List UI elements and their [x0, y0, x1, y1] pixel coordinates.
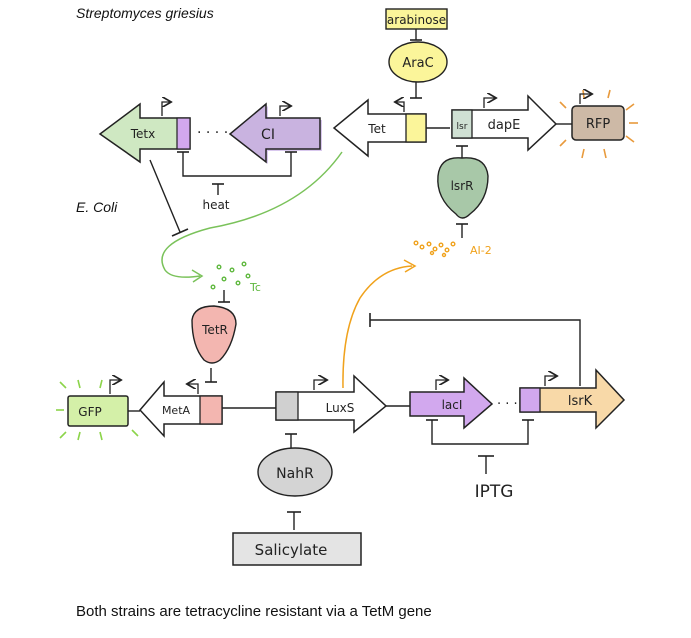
- dape-label: dapE: [488, 118, 521, 133]
- heat-label: heat: [202, 198, 229, 212]
- nahr-to-luxs-inhibition: [285, 433, 297, 448]
- tetx-to-tc-inhibition: [149, 159, 189, 237]
- lsrk-promoter: [519, 387, 541, 413]
- lsrk-feedback-inhibition: [369, 313, 581, 386]
- laci-lsrk-dots: . . .: [497, 393, 518, 408]
- lsr-promoter-label: lsr: [457, 122, 468, 132]
- lsrk-label: lsrK: [568, 394, 593, 409]
- dape-gene: lsr dapE: [451, 94, 558, 152]
- salicylate-box: Salicylate: [232, 532, 362, 566]
- ai2-molecules: AI-2: [413, 240, 492, 258]
- gfp-reporter: GFP: [56, 379, 139, 441]
- laci-tss-arrow: [435, 380, 447, 390]
- luxs-gene: LuxS: [275, 374, 388, 434]
- tetr-protein: TetR: [191, 305, 237, 364]
- tc-label: Tc: [249, 281, 261, 294]
- tet-promoter: [405, 113, 427, 143]
- gene-gap-dots: . . . .: [197, 121, 228, 137]
- ai2-label: AI-2: [470, 244, 492, 257]
- lsrr-label: lsrR: [451, 179, 474, 193]
- tet-to-tc-arrowhead: [191, 269, 204, 283]
- tc-dots: [210, 261, 251, 290]
- nahr-label: NahR: [276, 466, 314, 482]
- tet-gene: Tet: [332, 98, 427, 158]
- tetx-label: Tetx: [130, 127, 155, 141]
- tet-to-tc-arrow: [161, 151, 343, 278]
- tetr-label: TetR: [201, 323, 228, 337]
- meta-gene: MetA: [138, 379, 223, 438]
- arabinose-label: arabinose: [387, 13, 446, 27]
- tet-label: Tet: [367, 122, 386, 136]
- lsr-promoter: [451, 109, 473, 139]
- rfp-glow-rays: [559, 89, 638, 159]
- tetx-promoter: [176, 117, 191, 150]
- luxs-label: LuxS: [326, 401, 355, 415]
- rfp-tss-arrow: [579, 94, 591, 104]
- ci-label: CI: [261, 127, 275, 143]
- gfp-glow-rays: [56, 379, 139, 441]
- tc-to-tetr-inhibition: [218, 290, 230, 303]
- lsrr-to-lsr-inhibition: [456, 145, 468, 158]
- iptg-bracket: IPTG: [426, 419, 534, 502]
- heat-bracket: heat: [177, 151, 297, 212]
- organism-label-ecoli: E. Coli: [76, 199, 118, 215]
- gfp-label: GFP: [78, 405, 101, 419]
- meta-promoter: [199, 395, 223, 425]
- luxs-promoter: [275, 391, 299, 421]
- rfp-label: RFP: [586, 117, 611, 132]
- tetr-to-meta-inhibition: [205, 368, 217, 383]
- dape-tss-arrow: [483, 98, 495, 108]
- lsrk-tss-arrow: [544, 376, 556, 386]
- ci-gene: CI: [228, 102, 322, 164]
- arac-label: AraC: [402, 56, 433, 71]
- footnote-tetm: Both strains are tetracycline resistant …: [76, 603, 432, 620]
- luxs-tss-arrow: [313, 380, 326, 390]
- tc-molecules: Tc: [210, 261, 261, 294]
- lsrk-gene: lsrK: [519, 368, 626, 430]
- nahr-protein: NahR: [257, 447, 333, 497]
- meta-label: MetA: [162, 404, 191, 417]
- organism-label-streptomyces: Streptomyces griesius: [76, 5, 214, 21]
- tet-tss-arrow: [396, 102, 405, 112]
- laci-label: lacI: [442, 398, 463, 412]
- salicylate-to-nahr-inhibition: [287, 511, 301, 530]
- iptg-label: IPTG: [475, 482, 514, 502]
- arabinose-box: arabinose: [385, 8, 448, 30]
- ai2-to-lsrr-inhibition: [456, 223, 468, 238]
- laci-gene: lacI: [409, 376, 494, 430]
- tetx-gene: Tetx: [98, 102, 191, 164]
- ci-tss-arrow: [279, 106, 290, 116]
- tetx-tss-arrow: [161, 102, 170, 116]
- ai2-dots: [413, 240, 456, 258]
- luxs-to-ai2-arrow: [342, 265, 413, 389]
- arac-protein: AraC: [388, 41, 448, 83]
- lsrr-protein: lsrR: [437, 157, 489, 219]
- rfp-reporter: RFP: [559, 89, 638, 159]
- arac-to-tet-inhibition: [410, 82, 422, 99]
- meta-tss-arrow: [188, 384, 199, 394]
- salicylate-label: Salicylate: [255, 541, 328, 559]
- arabinose-to-arac-inhibition: [410, 29, 422, 41]
- gfp-tss-arrow: [109, 380, 120, 394]
- luxs-to-ai2-arrowhead: [403, 259, 417, 273]
